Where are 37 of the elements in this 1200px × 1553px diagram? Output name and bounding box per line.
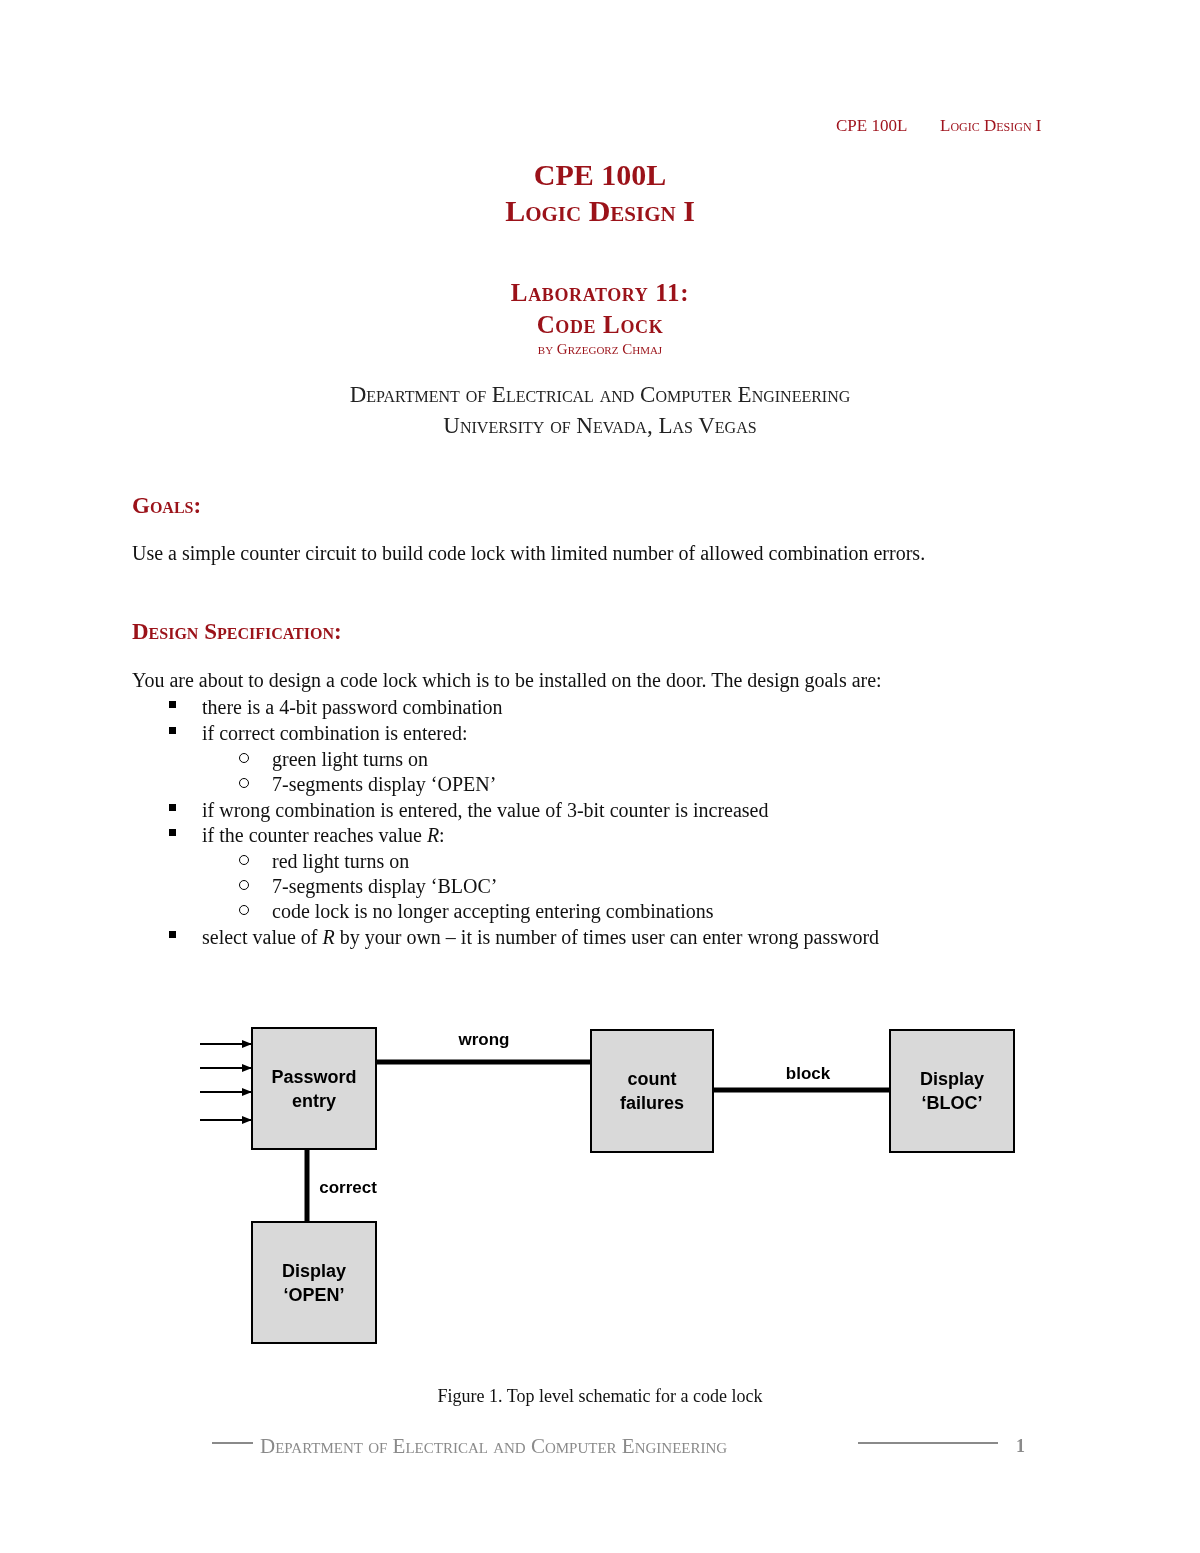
bullet-item: there is a 4-bit password combination — [202, 696, 503, 718]
header-text: CPE 100L — [836, 116, 908, 135]
header-text: Logic Design I — [940, 116, 1042, 135]
section-heading: Design Specification: — [132, 619, 342, 644]
signal-line — [714, 1087, 889, 1093]
paragraph: You are about to design a code lock which is to be installed on the door. The design goals are: — [132, 669, 882, 691]
block-box: Display ‘BLOC’ — [889, 1029, 1015, 1153]
author-line: by Grzegorz Chmaj — [536, 340, 664, 359]
page-title: Logic Design I — [504, 193, 696, 229]
bullet-item: if correct combination is entered: — [202, 722, 468, 744]
sub-bullet-item: code lock is no longer accepting entering combinations — [272, 900, 714, 922]
input-arrow — [199, 1040, 252, 1048]
department-line: Department of Electrical and Computer Engineering — [348, 381, 852, 409]
lab-title: Code Lock — [535, 310, 665, 340]
bullet-item: if the counter reaches value R: — [202, 824, 445, 846]
input-arrow — [199, 1116, 252, 1124]
sub-bullet-item: 7-segments display ‘BLOC’ — [272, 875, 498, 897]
paragraph: Use a simple counter circuit to build code lock with limited number of allowed combination errors. — [132, 542, 926, 564]
footer-text: Department of Electrical and Computer Engineering — [260, 1434, 728, 1458]
block-box: count failures — [590, 1029, 714, 1153]
block-box: Password entry — [251, 1027, 377, 1150]
bullet-item: select value of R by your own – it is number of times user can enter wrong password — [202, 926, 880, 948]
sub-bullet-item: 7-segments display ‘OPEN’ — [272, 773, 497, 795]
page-number: 1 — [1016, 1436, 1025, 1456]
input-arrow — [199, 1088, 252, 1096]
section-heading: Goals: — [132, 493, 202, 518]
sub-bullet-item: green light turns on — [272, 748, 429, 770]
bullet-item: if wrong combination is entered, the value of 3-bit counter is increased — [202, 799, 769, 821]
input-arrow — [199, 1064, 252, 1072]
page-title: CPE 100L — [532, 157, 668, 193]
block-box: Display ‘OPEN’ — [251, 1221, 377, 1344]
figure-caption: Figure 1. Top level schematic for a code lock — [436, 1385, 764, 1408]
lab-title: Laboratory 11: — [509, 278, 691, 308]
department-line: University of Nevada, Las Vegas — [442, 412, 758, 440]
signal-line — [377, 1059, 590, 1065]
signal-line — [304, 1150, 310, 1221]
sub-bullet-item: red light turns on — [272, 850, 410, 872]
